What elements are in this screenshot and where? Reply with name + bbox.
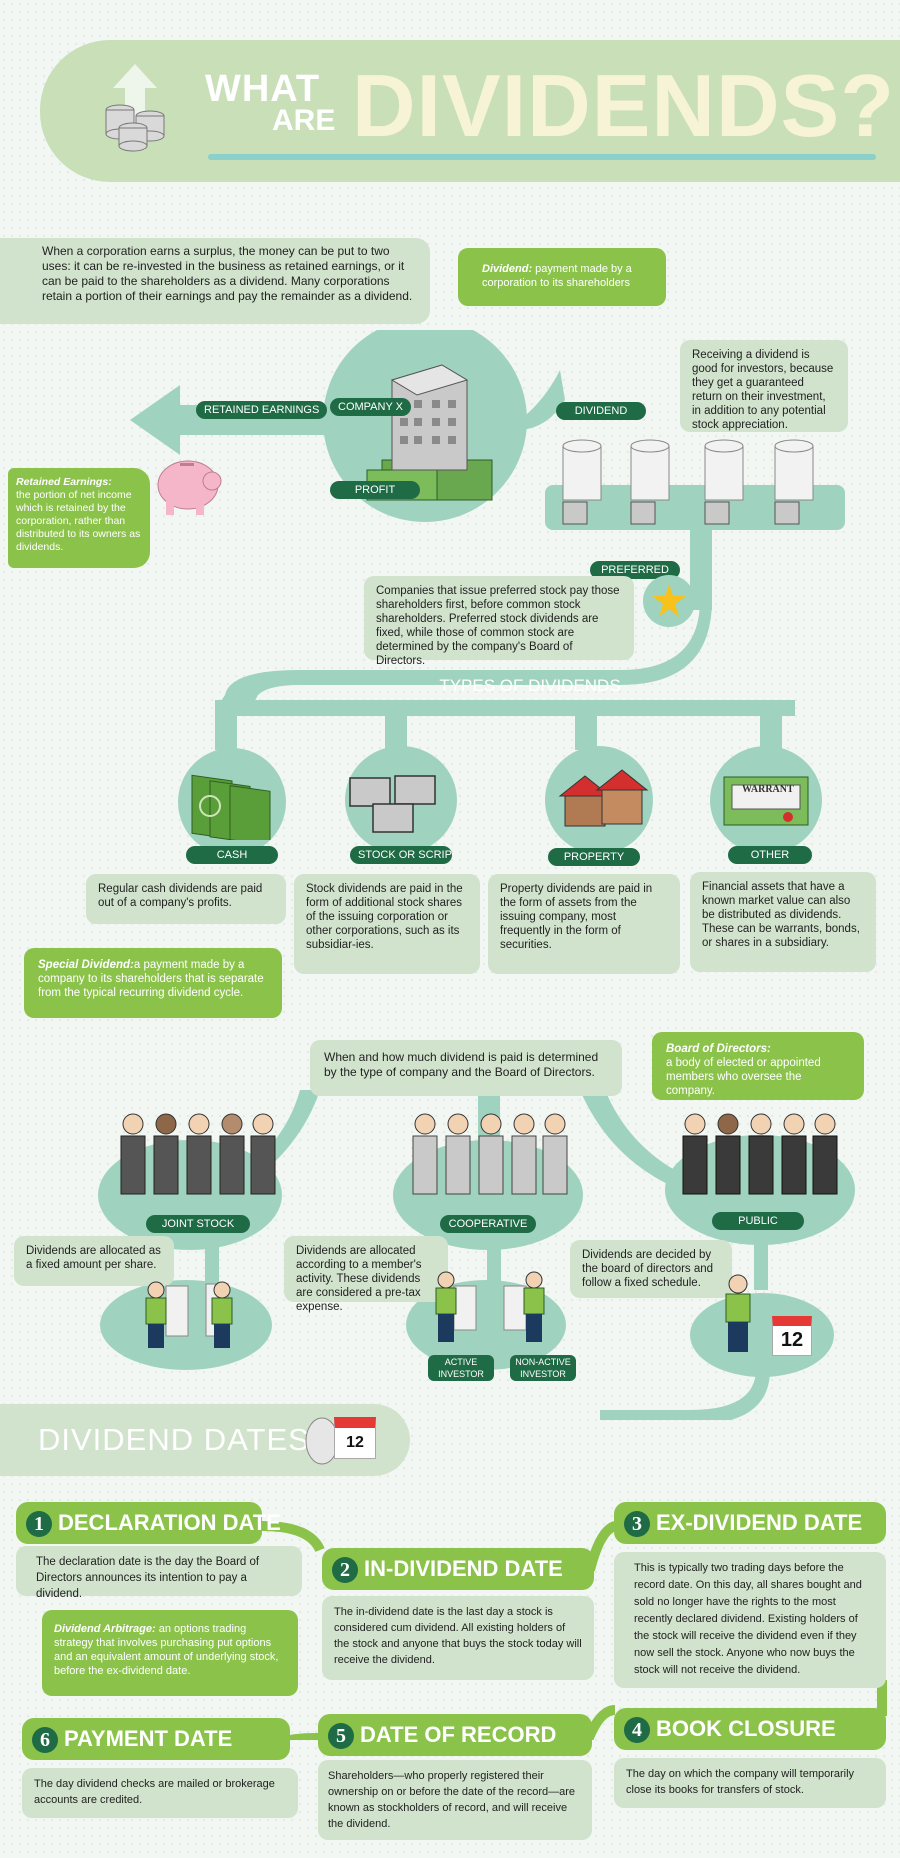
type-label-other: OTHER [728,846,812,864]
type-text-cash: Regular cash dividends are paid out of a… [86,874,286,924]
step-1-number: 1 [26,1511,52,1538]
step-4-number: 4 [624,1717,650,1744]
title-underline [208,154,876,160]
joint-stock-text: Dividends are allocated as a fixed amoun… [14,1236,174,1286]
special-dividend-definition: Special Dividend:a payment made by a com… [24,948,282,1018]
dates-calendar-icon: 12 [334,1417,376,1459]
surplus-text: When a corporation earns a surplus, the … [0,238,430,324]
joint-stock-people-icon [120,1113,276,1195]
dividend-dates-title: DIVIDEND DATES [38,1422,310,1457]
warrant-label: WARRANT [742,784,794,795]
type-text-stock: Stock dividends are paid in the form of … [294,874,480,974]
step-3-number: 3 [624,1511,650,1538]
title-are: ARE [272,104,336,137]
company-x-label: COMPANY X [330,398,411,416]
step-4-text: The day on which the company will tempor… [614,1758,886,1808]
public-investor-icon [725,1274,751,1352]
step-2-number: 2 [332,1557,358,1584]
good-for-investors: Receiving a dividend is good for investo… [680,340,848,432]
step-5-number: 5 [328,1723,354,1750]
cooperative-text: Dividends are allocated according to a m… [284,1236,448,1313]
types-title: TYPES OF DIVIDENDS [439,676,621,695]
step-2-text: The in-dividend date is the last day a s… [322,1596,594,1680]
dividend-definition: Dividend: payment made by a corporation … [458,248,666,306]
retained-earnings-label: RETAINED EARNINGS [196,401,328,419]
type-label-stock: STOCK OR SCRIP [350,846,452,864]
types-branches [215,700,795,750]
houses-icon [558,769,649,827]
when-how-much-text: When and how much dividend is paid is de… [310,1040,622,1096]
type-label-cash: CASH [186,846,278,864]
preferred-label: PREFERRED [590,561,680,579]
retained-earnings-definition: Retained Earnings: the portion of net in… [8,468,150,568]
preferred-stock-text: Companies that issue preferred stock pay… [364,576,634,667]
type-label-property: PROPERTY [548,848,640,866]
public-label: PUBLIC [712,1212,804,1230]
title-what: WHAT [205,68,321,110]
piggy-bank-icon [157,460,222,515]
cooperative-people-icon [412,1113,568,1195]
coin-stacks-icon [562,439,814,525]
cooperative-label: COOPERATIVE [440,1215,536,1233]
step-5-text: Shareholders—who properly registered the… [318,1760,592,1840]
step-6-number: 6 [32,1727,58,1754]
warrant-certificate-icon [723,776,809,826]
coop-investors-icon [435,1271,545,1342]
title-dividends: DIVIDENDS? [352,56,895,155]
dividend-arbitrage-definition: Dividend Arbitrage: an options trading s… [42,1610,298,1696]
cash-bills-icon [191,774,271,840]
board-definition: Board of Directors: a body of elected or… [652,1032,864,1100]
joint-stock-label: JOINT STOCK [146,1215,250,1233]
dividend-label: DIVIDEND [556,402,646,420]
joint-investors-icon [145,1281,233,1348]
type-text-property: Property dividends are paid in the form … [488,874,680,974]
public-calendar-icon: 12 [772,1316,812,1356]
dates-calendar-day: 12 [346,1434,364,1451]
stock-buildings-icon [349,775,436,833]
star-icon [643,575,695,627]
step-3-text: This is typically two trading days befor… [614,1552,886,1688]
step-6-text: The day dividend checks are mailed or br… [22,1768,298,1818]
type-text-other: Financial assets that have a known marke… [690,872,876,972]
public-text: Dividends are decided by the board of di… [570,1240,732,1298]
public-board-people-icon [682,1113,838,1195]
profit-label: PROFIT [330,481,420,499]
public-calendar-day: 12 [780,1329,804,1351]
coin-stack-arrow-icon [105,64,165,152]
step-1-text: The declaration date is the day the Boar… [16,1546,302,1600]
